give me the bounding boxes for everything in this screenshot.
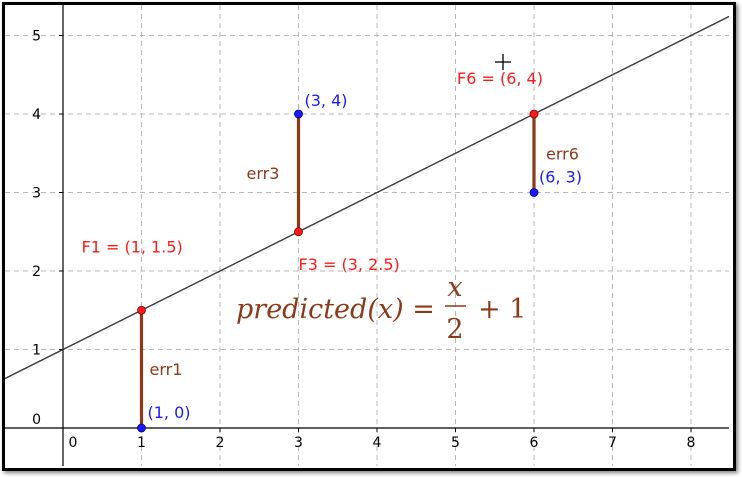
predicted-point-1 [137, 305, 146, 315]
predicted-label-2: F3 = (3, 2.5) [299, 255, 400, 274]
grid-lines [5, 5, 729, 466]
tick-labels: 0 1 2 3 4 5 6 7 8 0 1 2 3 4 5 [32, 29, 695, 452]
regression-line [4, 15, 730, 380]
x-tick-label-6: 6 [530, 435, 539, 451]
x-tick-label-8: 8 [687, 435, 696, 451]
data-points [137, 109, 539, 433]
x-tick-label-3: 3 [294, 435, 303, 451]
y-tick-label-5: 5 [32, 29, 41, 45]
actual-point-2 [294, 109, 303, 119]
x-tick-label-4: 4 [373, 435, 382, 451]
axes [5, 5, 729, 466]
error-segments [139, 114, 536, 428]
crosshair-cursor-icon [495, 54, 511, 70]
x-tick-label-5: 5 [451, 435, 460, 451]
predicted-label-3: F6 = (6, 4) [457, 69, 543, 88]
actual-label-2: (3, 4) [305, 91, 348, 110]
predicted-point-3 [529, 109, 539, 119]
error-label-3: err6 [546, 144, 579, 163]
error-label-2: err3 [247, 164, 280, 183]
y-tick-label-1: 1 [32, 343, 41, 359]
predicted-label-1: F1 = (1, 1.5) [82, 237, 183, 256]
chart-frame [2, 2, 736, 471]
x-tick-label-0: 0 [69, 435, 78, 451]
regression-line-group [4, 15, 730, 380]
formula-lhs: predicted(x) = [236, 294, 435, 325]
point-labels: err1 err3 err6 F1 = (1, 1.5) F3 = (3, 2.5) F6… [82, 69, 583, 422]
x-tick-label-1: 1 [137, 435, 146, 451]
formula-denominator: 2 [446, 314, 463, 345]
formula: predicted(x) = x 2 + 1 [236, 272, 526, 345]
actual-label-3: (6, 3) [539, 168, 582, 187]
actual-label-1: (1, 0) [148, 403, 191, 422]
formula-rest: + 1 [478, 294, 526, 325]
error-label-1: err1 [150, 360, 183, 379]
formula-numerator: x [447, 272, 462, 303]
y-tick-label-3: 3 [32, 186, 41, 202]
y-tick-label-4: 4 [32, 107, 41, 123]
y-tick-label-2: 2 [32, 264, 41, 280]
x-tick-label-2: 2 [216, 435, 225, 451]
y-tick-label-0: 0 [32, 412, 41, 428]
actual-point-1 [137, 423, 146, 433]
predicted-point-2 [294, 227, 303, 237]
x-tick-label-7: 7 [608, 435, 617, 451]
actual-point-3 [529, 188, 539, 197]
